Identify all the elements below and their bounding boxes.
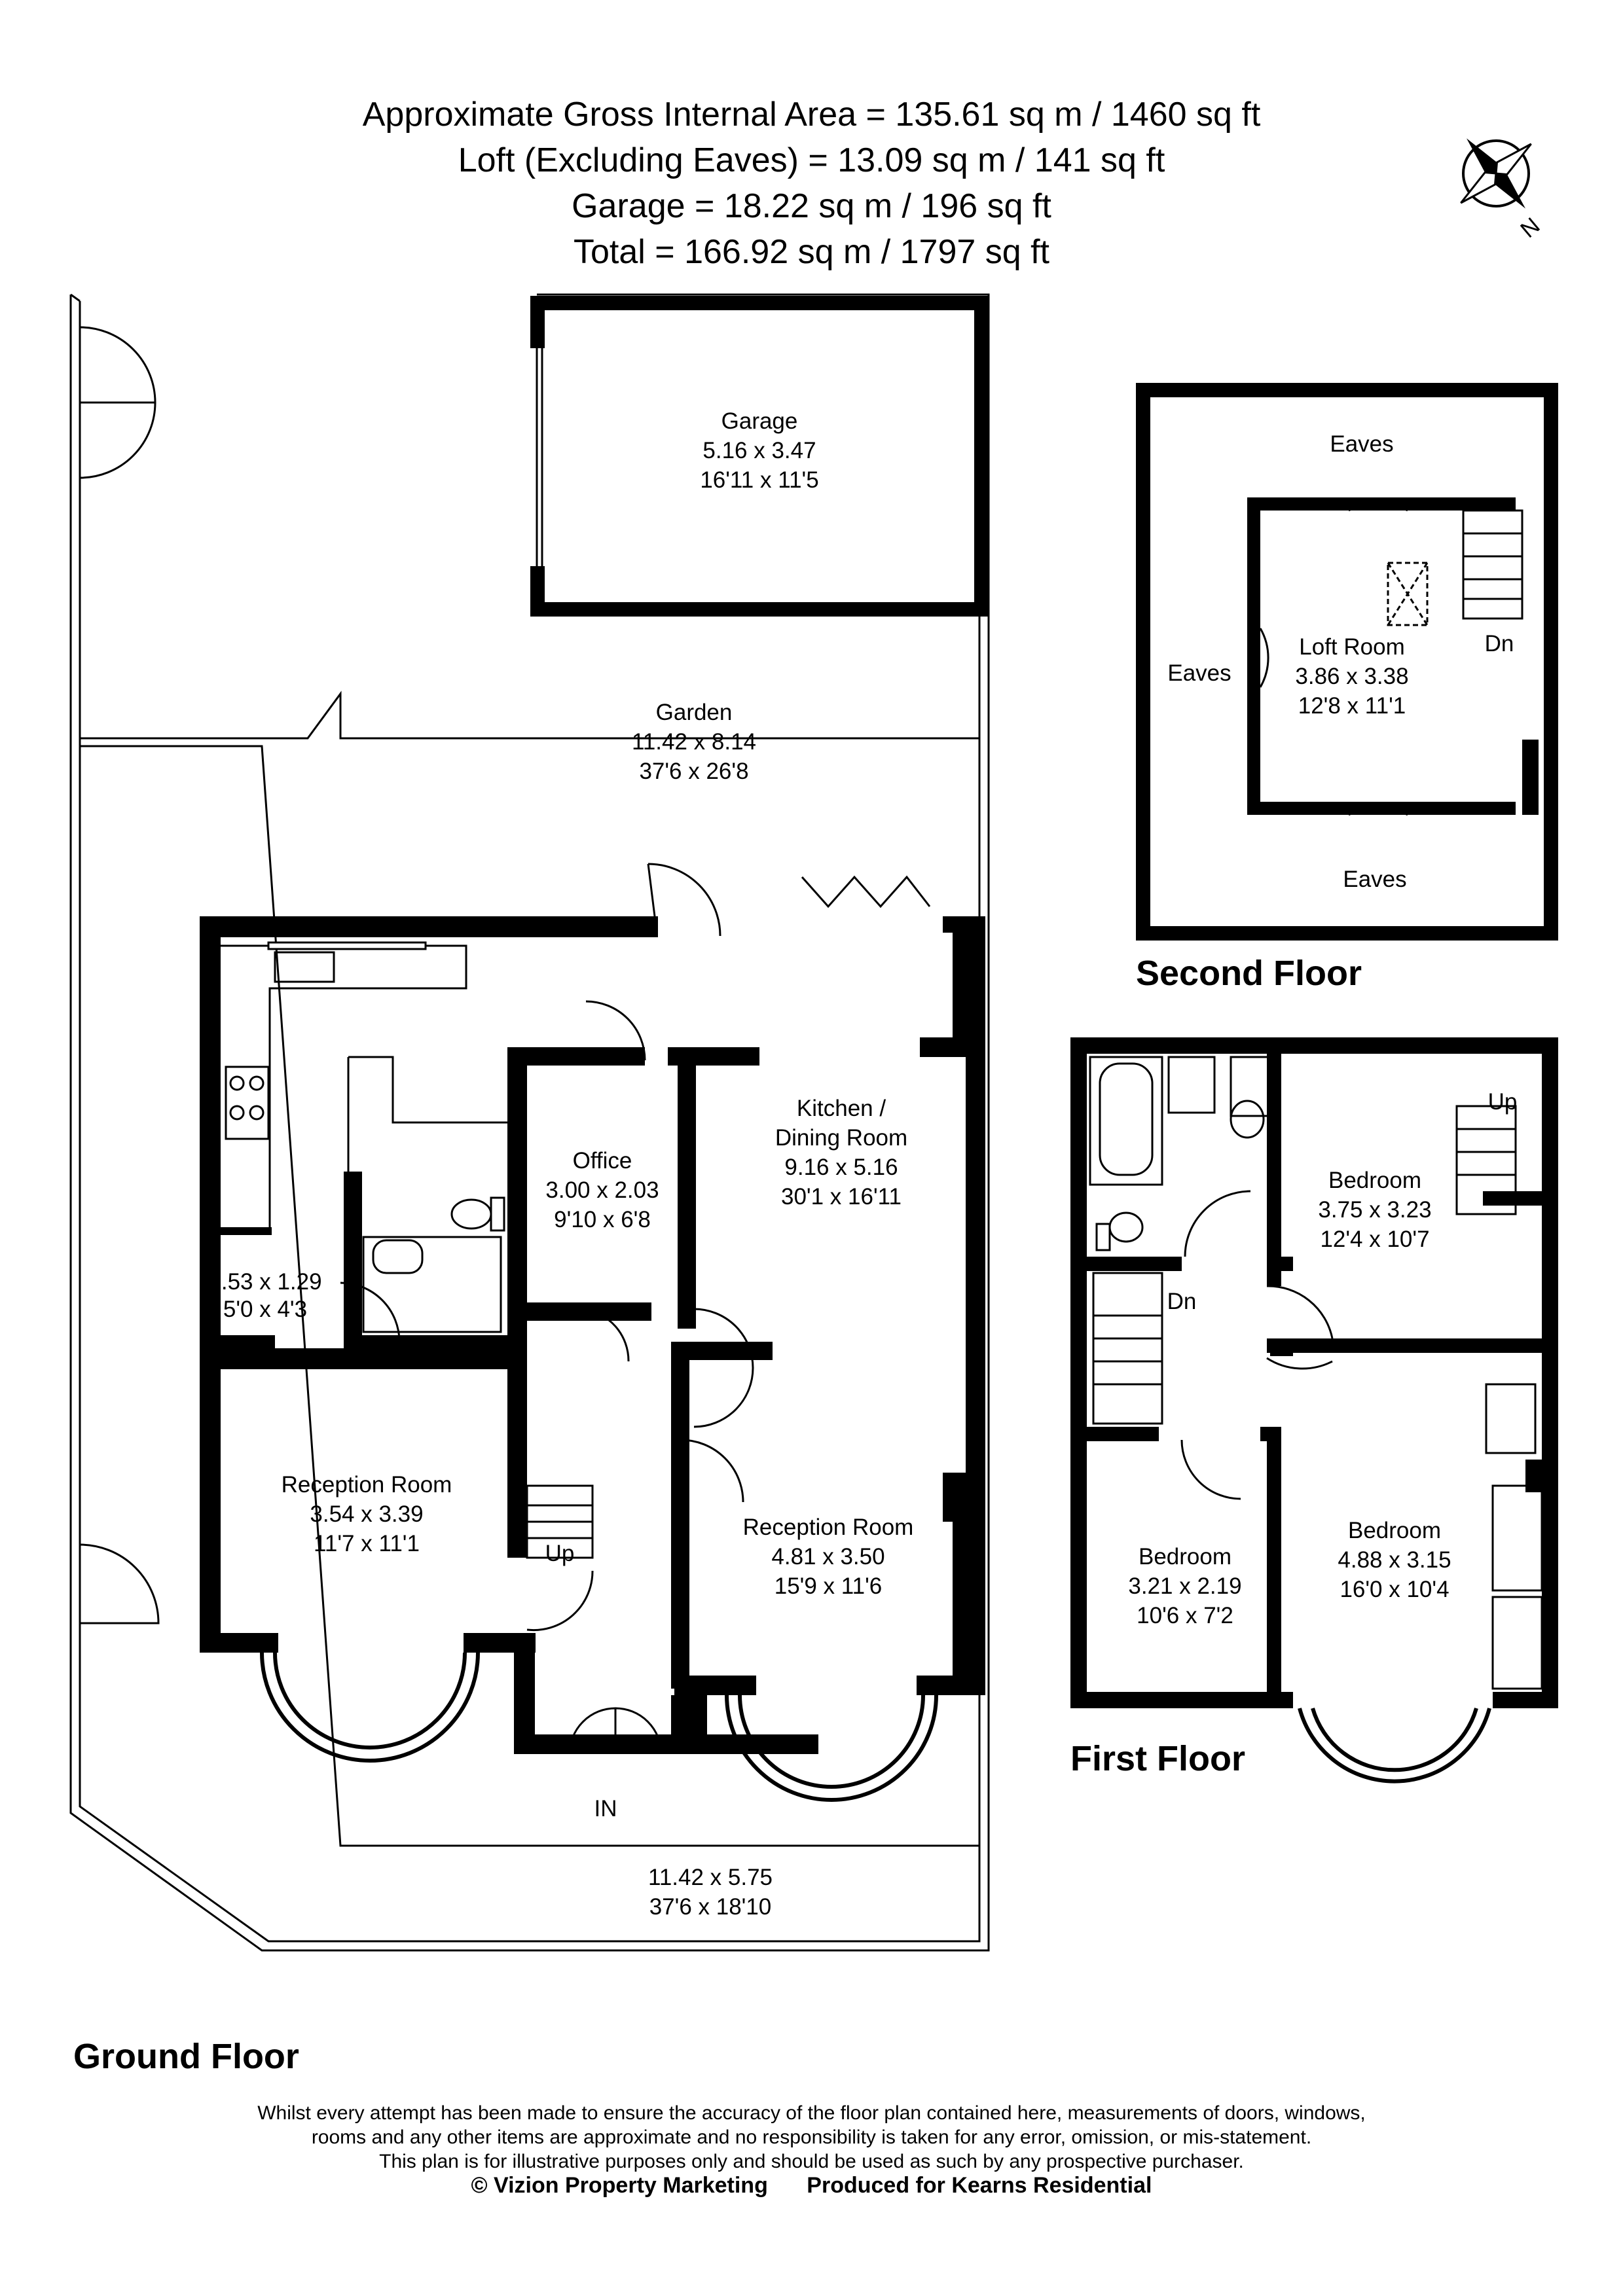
bedroom3-name: Bedroom bbox=[1348, 1518, 1441, 1543]
garage-name: Garage bbox=[721, 408, 798, 434]
bedroom1-name: Bedroom bbox=[1328, 1168, 1421, 1193]
utility-metric: 1.53 x 1.29 bbox=[208, 1269, 321, 1295]
kitchen-name-line1: Kitchen / bbox=[797, 1096, 886, 1121]
front-garden-imperial: 37'6 x 18'10 bbox=[649, 1894, 772, 1920]
credit-kearns: Produced for Kearns Residential bbox=[807, 2173, 1152, 2198]
gross-area-line: Approximate Gross Internal Area = 135.61… bbox=[362, 96, 1261, 134]
loft-imperial: 12'8 x 11'1 bbox=[1298, 693, 1406, 719]
stairs-up-label: Up bbox=[545, 1541, 575, 1566]
bay-window-left bbox=[260, 1652, 480, 1763]
compass-north-label: N bbox=[1516, 213, 1544, 243]
disclaimer-line3: This plan is for illustrative purposes o… bbox=[379, 2151, 1244, 2172]
eaves-left-label: Eaves bbox=[1167, 660, 1231, 686]
bedroom2-imperial: 10'6 x 7'2 bbox=[1137, 1603, 1233, 1628]
ground-doors bbox=[340, 863, 931, 1755]
second-floor-title: Second Floor bbox=[1136, 954, 1362, 993]
office-name: Office bbox=[573, 1148, 632, 1174]
garage-walls bbox=[530, 296, 989, 617]
first-floor-bay-window bbox=[1298, 1708, 1491, 1784]
credits: © Vizion Property Marketing Produced for… bbox=[0, 2174, 1623, 2198]
total-area-line: Total = 166.92 sq m / 1797 sq ft bbox=[573, 233, 1049, 271]
disclaimer-line2: rooms and any other items are approximat… bbox=[311, 2126, 1312, 2148]
loft-metric: 3.86 x 3.38 bbox=[1295, 664, 1408, 689]
garage-imperial: 16'11 x 11'5 bbox=[700, 467, 818, 493]
garage-metric: 5.16 x 3.47 bbox=[702, 438, 816, 463]
compass-icon bbox=[1460, 138, 1532, 209]
reception-right-name: Reception Room bbox=[743, 1515, 914, 1540]
garden-doors-icon bbox=[79, 326, 160, 1624]
garden-divider bbox=[80, 691, 979, 1847]
eaves-top-label: Eaves bbox=[1330, 431, 1393, 457]
garden-imperial: 37'6 x 26'8 bbox=[639, 759, 748, 784]
reception-left-metric: 3.54 x 3.39 bbox=[310, 1501, 423, 1527]
area-summary: Approximate Gross Internal Area = 135.61… bbox=[0, 92, 1623, 275]
utility-imperial: 5'0 x 4'3 bbox=[223, 1297, 307, 1322]
kitchen-name-line2: Dining Room bbox=[775, 1125, 907, 1151]
bedroom1-metric: 3.75 x 3.23 bbox=[1318, 1197, 1431, 1223]
credit-vizion: © Vizion Property Marketing bbox=[471, 2173, 768, 2198]
first-floor-title: First Floor bbox=[1070, 1739, 1245, 1778]
reception-right-imperial: 15'9 x 11'6 bbox=[775, 1573, 883, 1599]
bay-window-right bbox=[725, 1695, 938, 1802]
first-stairs-down-label: Dn bbox=[1167, 1289, 1197, 1314]
shower-room-fittings bbox=[362, 1196, 505, 1333]
eaves-bottom-label: Eaves bbox=[1343, 867, 1406, 892]
office-imperial: 9'10 x 6'8 bbox=[554, 1207, 651, 1232]
ground-floor-title: Ground Floor bbox=[73, 2037, 299, 2076]
second-floor-walls bbox=[1136, 383, 1558, 941]
front-garden-metric: 11.42 x 5.75 bbox=[648, 1865, 773, 1890]
loft-name: Loft Room bbox=[1299, 634, 1404, 660]
garage-area-line: Garage = 18.22 sq m / 196 sq ft bbox=[572, 187, 1051, 225]
bedroom2-metric: 3.21 x 2.19 bbox=[1128, 1573, 1241, 1599]
kitchen-units bbox=[221, 941, 507, 1227]
garden-metric: 11.42 x 8.14 bbox=[632, 729, 756, 755]
bedroom1-imperial: 12'4 x 10'7 bbox=[1320, 1227, 1429, 1252]
ground-stairs bbox=[526, 1484, 594, 1559]
reception-left-imperial: 11'7 x 11'1 bbox=[314, 1531, 420, 1556]
office-metric: 3.00 x 2.03 bbox=[545, 1177, 659, 1203]
loft-stairs-down-label: Dn bbox=[1485, 631, 1514, 656]
entrance-label: IN bbox=[594, 1796, 617, 1821]
ground-floor-walls bbox=[200, 916, 985, 1754]
disclaimer-line1: Whilst every attempt has been made to en… bbox=[257, 2102, 1366, 2124]
first-stairs-up-label: Up bbox=[1488, 1089, 1518, 1115]
bedroom3-metric: 4.88 x 3.15 bbox=[1338, 1547, 1451, 1573]
first-floor-fittings bbox=[1089, 1056, 1543, 1690]
reception-right-metric: 4.81 x 3.50 bbox=[771, 1544, 884, 1570]
bedroom2-name: Bedroom bbox=[1139, 1544, 1231, 1570]
kitchen-metric: 9.16 x 5.16 bbox=[784, 1155, 898, 1180]
reception-left-name: Reception Room bbox=[282, 1472, 452, 1498]
kitchen-imperial: 30'1 x 16'11 bbox=[781, 1184, 902, 1210]
loft-fittings bbox=[1259, 501, 1523, 816]
bedroom3-imperial: 16'0 x 10'4 bbox=[1340, 1577, 1449, 1602]
disclaimer: Whilst every attempt has been made to en… bbox=[0, 2101, 1623, 2198]
first-floor-walls bbox=[1070, 1037, 1558, 1708]
loft-area-line: Loft (Excluding Eaves) = 13.09 sq m / 14… bbox=[458, 141, 1165, 179]
garden-name: Garden bbox=[656, 700, 733, 725]
